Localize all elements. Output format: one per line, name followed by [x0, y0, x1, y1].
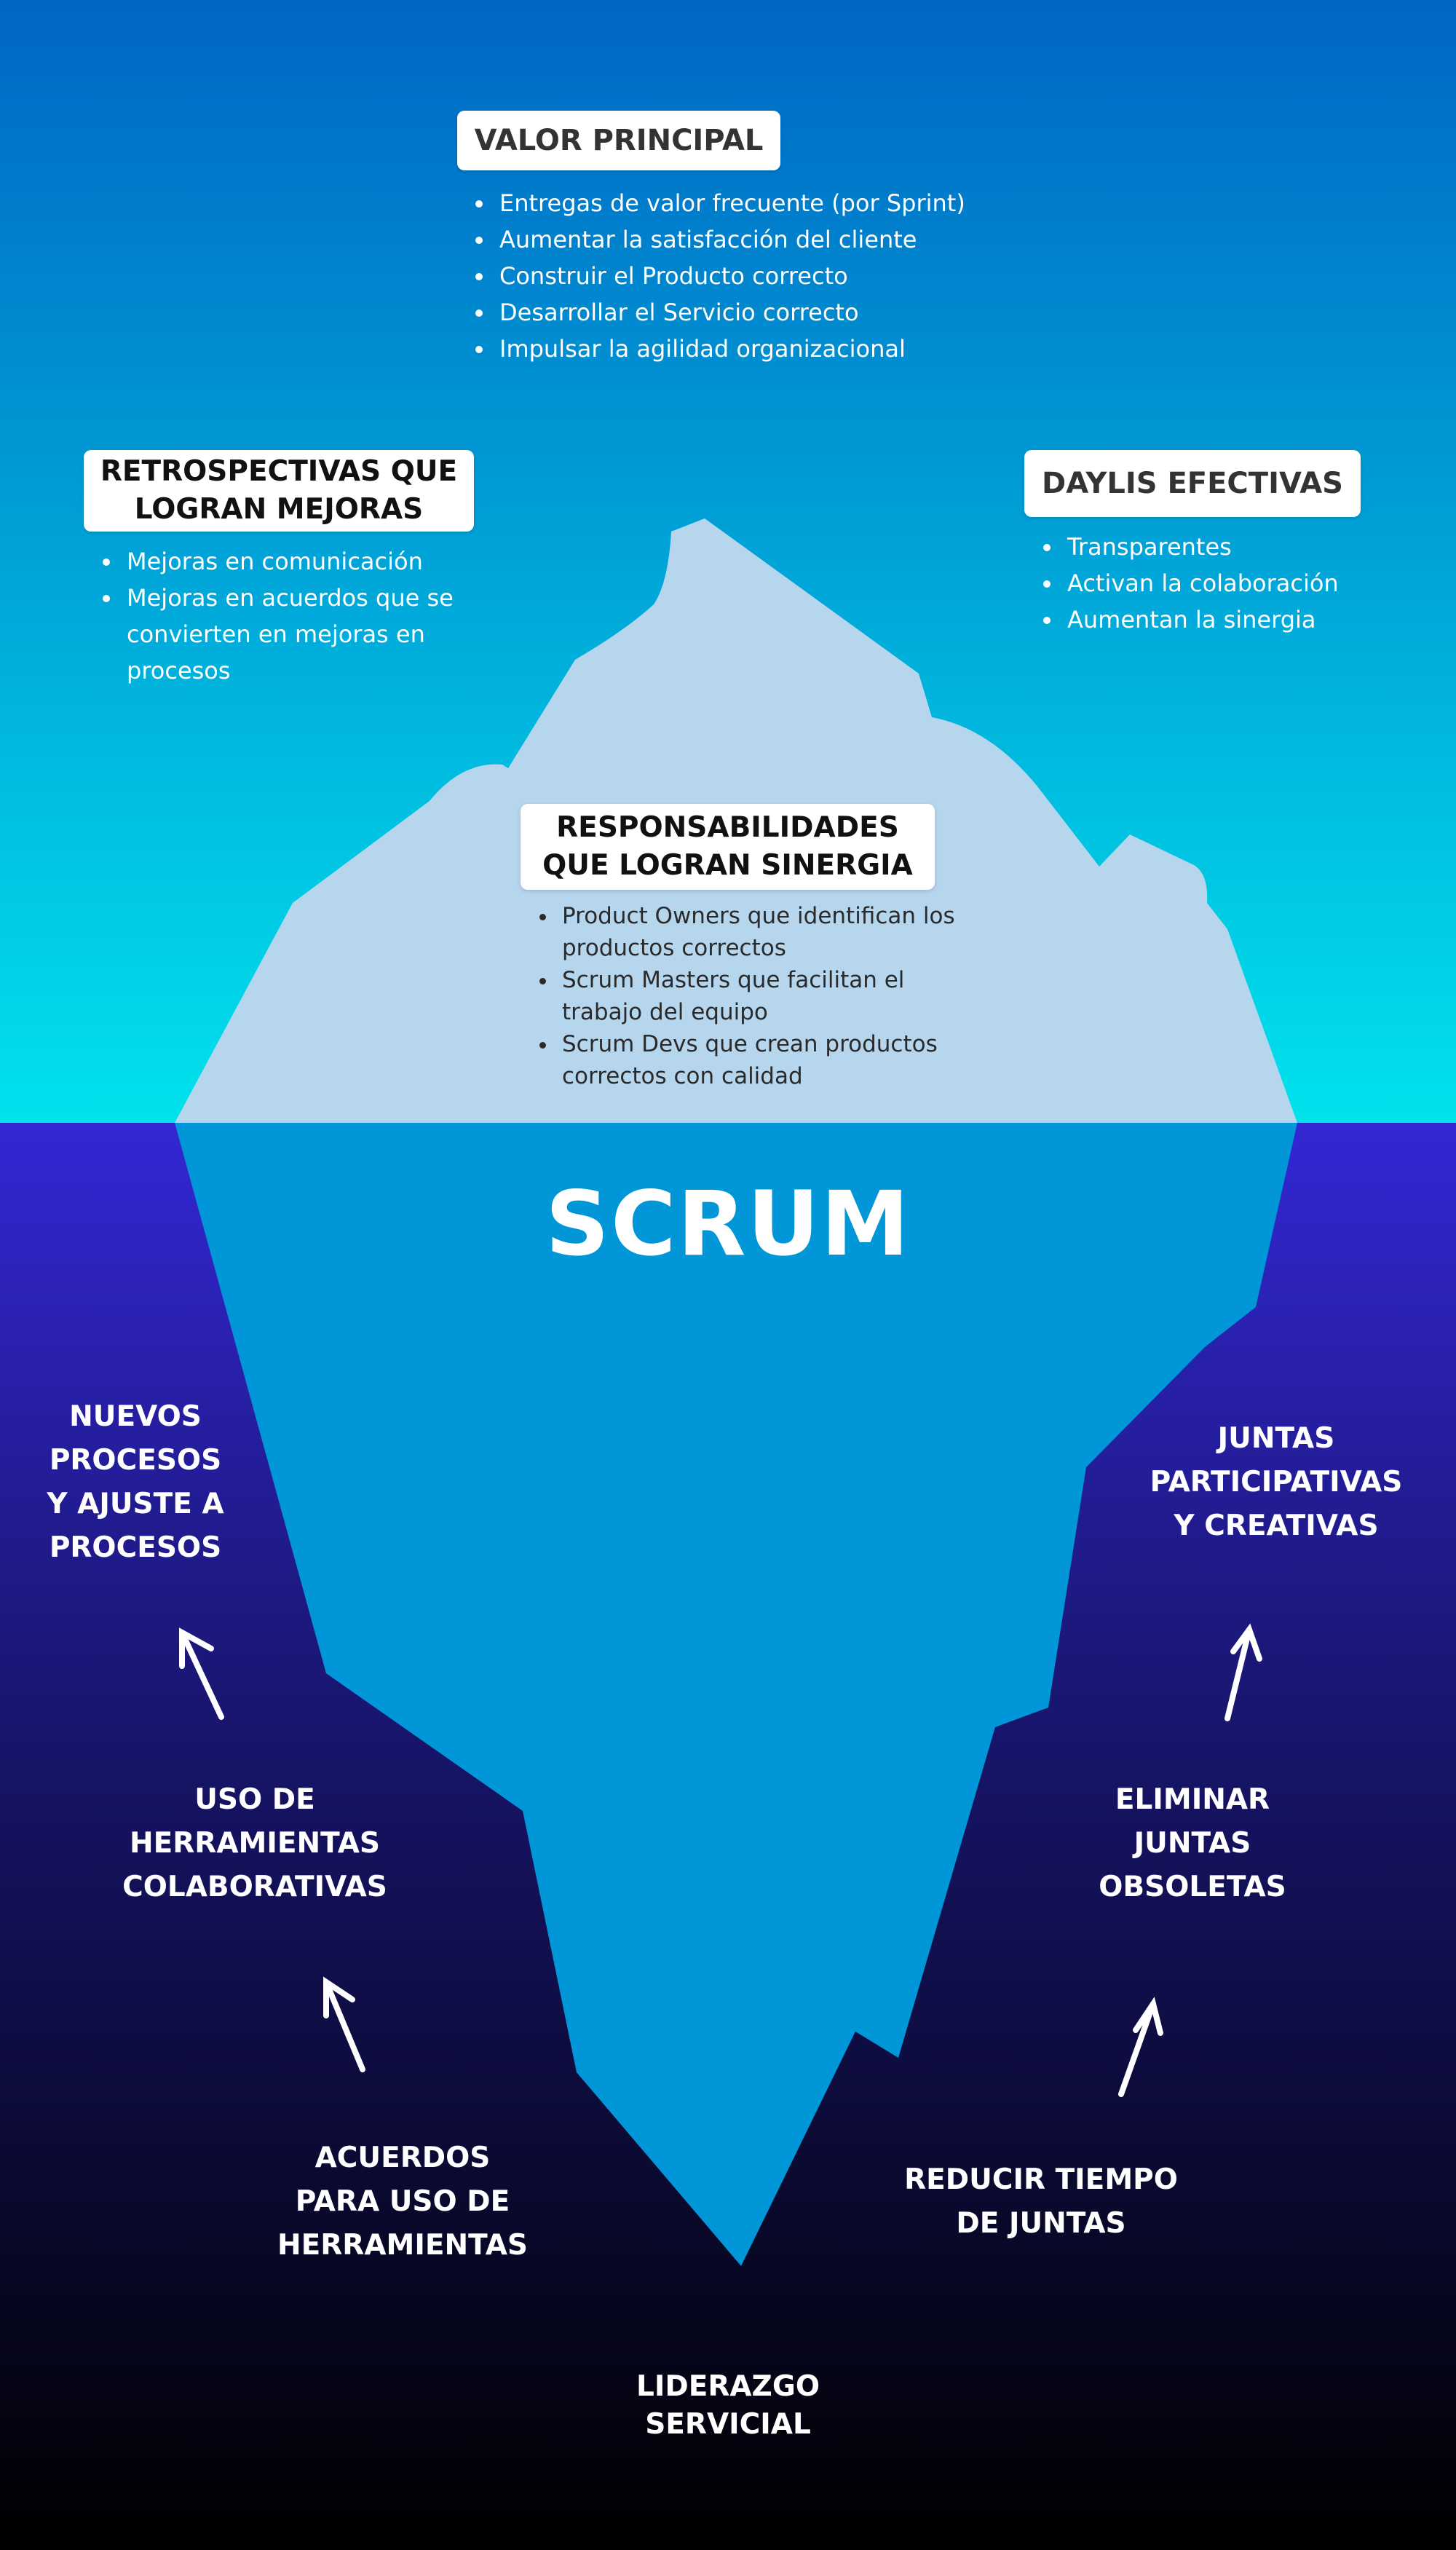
label-uso-herramientas: USO DE HERRAMIENTAS COLABORATIVAS	[122, 1783, 387, 1903]
label-acuerdos: ACUERDOS PARA USO DE HERRAMIENTAS	[277, 2142, 528, 2262]
list-item: Construir el Producto correcto	[495, 258, 1048, 294]
label-nuevos-procesos: NUEVOS PROCESOS Y AJUSTE A PROCESOS	[47, 1400, 224, 1564]
label-eliminar-juntas: ELIMINAR JUNTAS OBSOLETAS	[1099, 1783, 1286, 1903]
list-item: Activan la colaboración	[1063, 565, 1441, 601]
list-item: Mejoras en comunicación	[122, 543, 508, 580]
daylis-list: TransparentesActivan la colaboraciónAume…	[1032, 529, 1441, 638]
list-item: Desarrollar el Servicio correcto	[495, 294, 1048, 331]
list-item: Aumentan la sinergia	[1063, 601, 1441, 638]
list-item: Entregas de valor frecuente (por Sprint)	[495, 185, 1048, 221]
label-reducir-tiempo: REDUCIR TIEMPO DE JUNTAS	[904, 2163, 1178, 2240]
responsabilidades-heading: RESPONSABILIDADES QUE LOGRAN SINERGIA	[521, 804, 935, 890]
list-item: Impulsar la agilidad organizacional	[495, 331, 1048, 367]
list-item: Mejoras en acuerdos que se convierten en…	[122, 580, 508, 689]
responsabilidades-list: Product Owners que identifican los produ…	[527, 900, 987, 1092]
retrospectivas-heading: RETROSPECTIVAS QUE LOGRAN MEJORAS	[84, 450, 474, 532]
daylis-heading: DAYLIS EFECTIVAS	[1024, 450, 1361, 517]
growth-arrows	[179, 1623, 1262, 2097]
list-item: Product Owners que identifican los produ…	[558, 900, 987, 964]
valor-principal-list: Entregas de valor frecuente (por Sprint)…	[464, 185, 1048, 367]
page-title: SCRUM	[545, 1172, 911, 1276]
iceberg-submerged	[175, 1123, 1297, 2266]
label-liderazgo-servicial: LIDERAZGO SERVICIAL	[636, 2370, 820, 2441]
arrow-icon	[1224, 1623, 1262, 1721]
arrow-icon	[179, 1627, 224, 1720]
valor-principal-heading: VALOR PRINCIPAL	[457, 111, 780, 170]
list-item: Transparentes	[1063, 529, 1441, 565]
list-item: Scrum Devs que crean productos correctos…	[558, 1028, 987, 1092]
arrow-icon	[1118, 1997, 1163, 2097]
list-item: Scrum Masters que facilitan el trabajo d…	[558, 964, 987, 1028]
arrow-icon	[323, 1976, 365, 2072]
list-item: Aumentar la satisfacción del cliente	[495, 221, 1048, 258]
retrospectivas-list: Mejoras en comunicaciónMejoras en acuerd…	[92, 543, 508, 689]
label-juntas-participativas: JUNTAS PARTICIPATIVAS Y CREATIVAS	[1150, 1422, 1403, 1542]
